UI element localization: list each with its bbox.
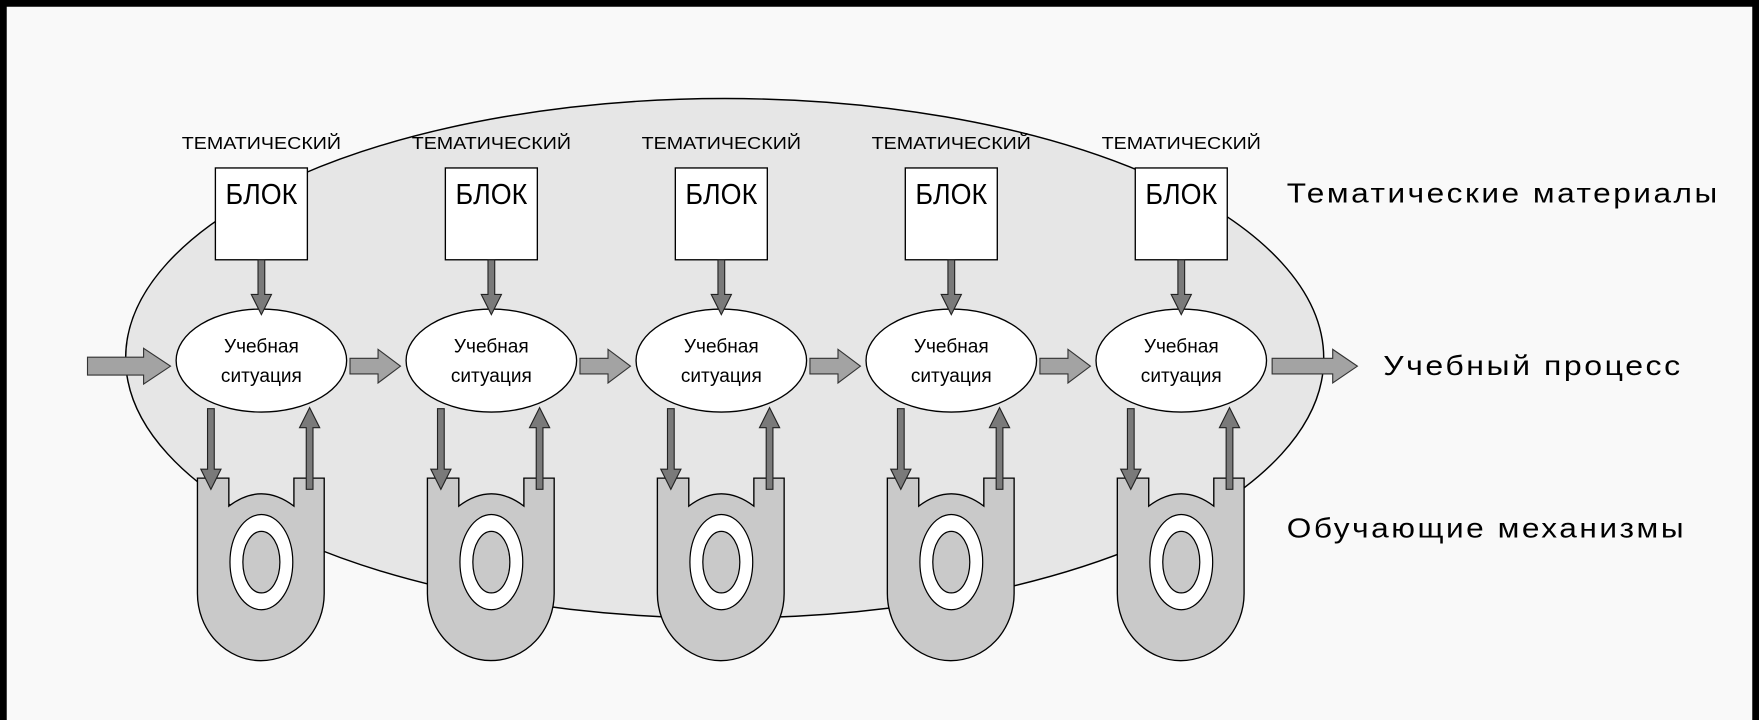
learning-situation-line-1: Учебная <box>454 337 529 358</box>
situation-to-mechanism-arrow <box>889 408 912 491</box>
learning-situation-node <box>175 308 348 413</box>
block-to-situation-arrow <box>480 259 503 316</box>
block-to-situation-arrow <box>940 259 963 316</box>
block-to-situation-arrow <box>710 259 733 316</box>
mechanism-to-situation-arrow <box>298 406 321 490</box>
mechanism-to-situation-arrow <box>1218 406 1241 490</box>
block-header-text: ТЕМАТИЧЕСКИЙ <box>872 132 1031 153</box>
learning-situation-node <box>1095 308 1268 413</box>
block-box-label: БЛОК <box>685 179 757 211</box>
situation-to-mechanism-arrow <box>199 408 222 491</box>
situation-to-mechanism-arrow <box>1119 408 1142 491</box>
block-box-label: БЛОК <box>455 179 527 211</box>
process-entry-arrow <box>86 347 172 386</box>
columns: ТЕМАТИЧЕСКИЙБЛОКУчебнаяситуацияТЕМАТИЧЕС… <box>175 132 1268 662</box>
mechanism-inner-core <box>242 530 281 594</box>
block-to-situation-arrow <box>250 259 273 316</box>
process-flow-arrow <box>579 348 632 385</box>
block-header-text: ТЕМАТИЧЕСКИЙ <box>1102 132 1261 153</box>
mechanism-inner-core <box>1162 530 1201 594</box>
thematic-block-box <box>1134 167 1228 261</box>
block-header-text: ТЕМАТИЧЕСКИЙ <box>642 132 801 153</box>
mechanism-inner-core <box>702 530 741 594</box>
process-label: Учебный процесс <box>1383 350 1683 381</box>
process-flow-arrow <box>809 348 862 385</box>
block-box-label: БЛОК <box>915 179 987 211</box>
mechanism-to-situation-arrow <box>528 406 551 490</box>
learning-situation-line-2: ситуация <box>451 366 532 387</box>
learning-situation-line-2: ситуация <box>911 366 992 387</box>
learning-situation-node <box>635 308 808 413</box>
learning-situation-line-1: Учебная <box>224 337 299 358</box>
column-4: ТЕМАТИЧЕСКИЙ БЛОК Учебная ситуация <box>865 132 1038 662</box>
column-3: ТЕМАТИЧЕСКИЙ БЛОК Учебная ситуация <box>635 132 808 662</box>
mechanism-to-situation-arrow <box>758 406 781 490</box>
thematic-block-box <box>674 167 768 261</box>
process-flow-arrow <box>1039 348 1092 385</box>
block-header-text: ТЕМАТИЧЕСКИЙ <box>182 132 341 153</box>
process-flow-arrows <box>86 347 1359 386</box>
column-5: ТЕМАТИЧЕСКИЙ БЛОК Учебная ситуация <box>1095 132 1268 662</box>
learning-situation-line-2: ситуация <box>681 366 762 387</box>
process-flow-arrow <box>349 348 402 385</box>
block-box-label: БЛОК <box>1145 179 1217 211</box>
column-2: ТЕМАТИЧЕСКИЙ БЛОК Учебная ситуация <box>405 132 578 662</box>
learning-situation-line-2: ситуация <box>1141 366 1222 387</box>
thematic-block-box <box>904 167 998 261</box>
learning-situation-line-1: Учебная <box>914 337 989 358</box>
learning-situation-line-2: ситуация <box>221 366 302 387</box>
mechanism-to-situation-arrow <box>988 406 1011 490</box>
process-exit-arrow <box>1271 348 1359 385</box>
mechanism-inner-core <box>472 530 511 594</box>
block-header-text: ТЕМАТИЧЕСКИЙ <box>412 132 571 153</box>
thematic-block-box <box>214 167 309 261</box>
situation-to-mechanism-arrow <box>429 408 452 491</box>
column-1: ТЕМАТИЧЕСКИЙ БЛОК Учебная ситуация <box>175 132 348 662</box>
mechanism-inner-core <box>932 530 971 594</box>
learning-situation-node <box>865 308 1038 413</box>
block-to-situation-arrow <box>1170 259 1193 316</box>
mechanisms-label: Обучающие механизмы <box>1287 513 1686 544</box>
thematic-block-box <box>444 167 539 261</box>
materials-label: Тематические материалы <box>1287 178 1720 209</box>
learning-situation-line-1: Учебная <box>684 337 759 358</box>
situation-to-mechanism-arrow <box>659 408 682 491</box>
block-box-label: БЛОК <box>225 179 297 211</box>
learning-situation-node <box>405 308 578 413</box>
learning-situation-line-1: Учебная <box>1144 337 1219 358</box>
